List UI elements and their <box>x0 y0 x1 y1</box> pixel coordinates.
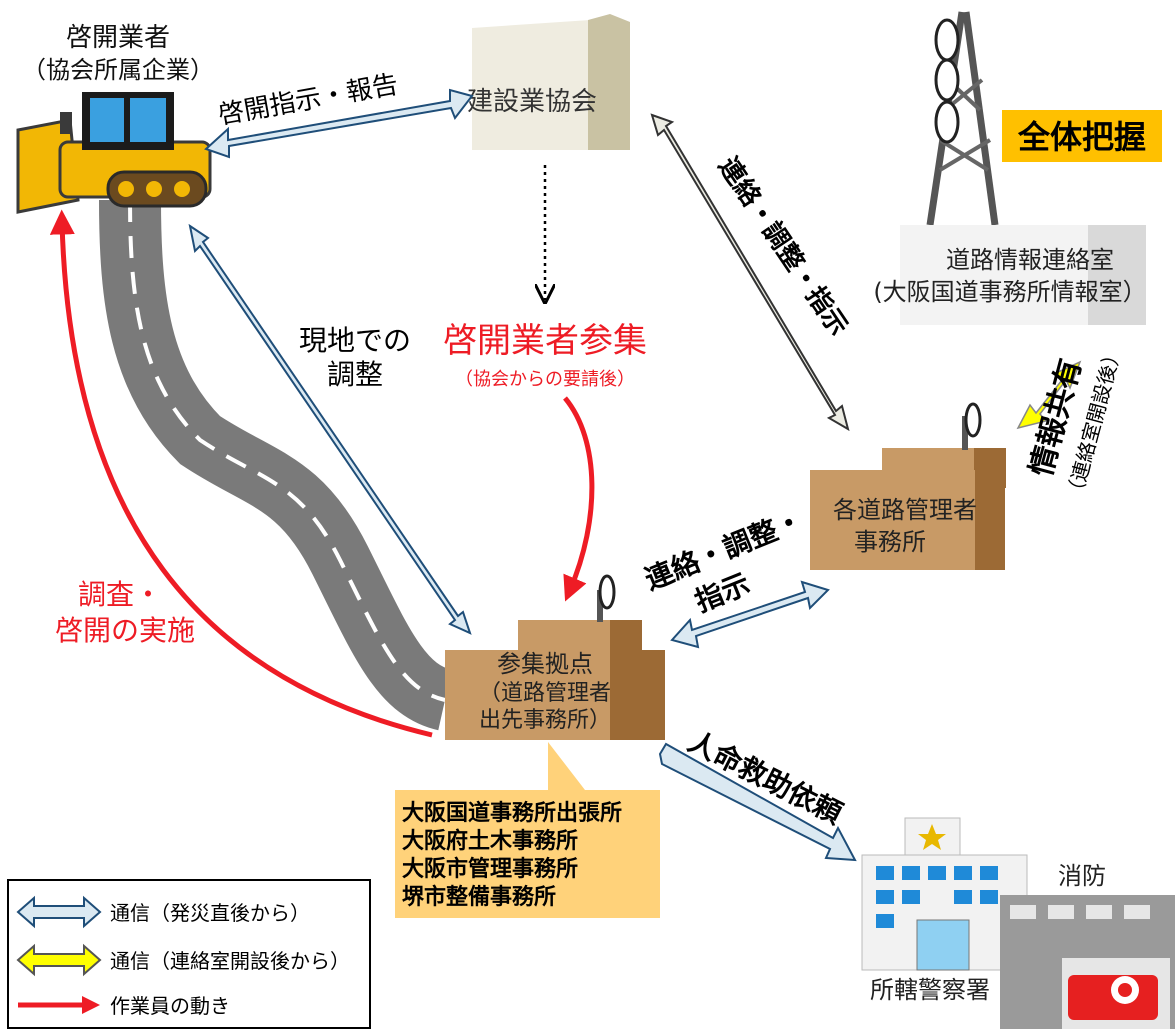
fire-label: 消防 <box>1058 862 1106 890</box>
office-callout <box>395 742 660 918</box>
arrow-info-share <box>1016 360 1082 430</box>
base-subtitle-1: （道路管理者 <box>479 681 611 706</box>
antenna-tower-icon <box>926 11 999 226</box>
legend-item-1: 通信（発災直後から） <box>110 901 310 925</box>
callout-office-4: 堺市整備事務所 <box>402 884 556 910</box>
arrow-base-roadadmin <box>670 580 830 649</box>
contractor-name: 啓開業者 <box>66 23 170 53</box>
base-building <box>445 574 665 740</box>
road-icon <box>99 199 454 731</box>
legend-blue-arrow-icon <box>16 895 102 929</box>
callout-office-3: 大阪市管理事務所 <box>402 856 578 882</box>
info-room-name: 道路情報連絡室 <box>946 246 1114 274</box>
arrow-base-fire <box>658 742 857 862</box>
label-onsite-1: 現地での <box>299 324 411 357</box>
base-subtitle-2: 出先事務所） <box>479 708 611 733</box>
arrow-association-roadadmin <box>650 113 850 432</box>
road-admin-subtitle: 事務所 <box>854 528 926 556</box>
legend-yellow-arrow-icon <box>16 943 102 977</box>
police-station-icon <box>861 817 1028 971</box>
legend-item-2: 通信（連絡室開設後から） <box>110 949 350 973</box>
label-survey-2: 啓開の実施 <box>55 614 195 647</box>
info-room-subtitle: (大阪国道事務所情報室） <box>873 278 1146 306</box>
arrow-contractor-base <box>188 223 472 635</box>
callout-office-1: 大阪国道事務所出張所 <box>402 800 622 826</box>
association-building <box>472 14 630 150</box>
fire-station-icon <box>1000 895 1175 1029</box>
label-onsite-2: 調整 <box>327 358 383 391</box>
association-label: 建設業協会 <box>467 87 597 117</box>
callout-office-2: 大阪府土木事務所 <box>402 828 578 854</box>
label-gather-title: 啓開業者参集 <box>443 321 647 361</box>
road-admin-building <box>810 402 1006 570</box>
red-arrow-gather <box>563 396 595 602</box>
info-room-building <box>900 225 1146 325</box>
arrow-contractor-association <box>204 88 474 159</box>
road-admin-name: 各道路管理者 <box>833 496 977 524</box>
legend <box>7 879 371 1029</box>
red-arrow-worker <box>49 209 433 738</box>
legend-item-3: 作業員の動き <box>110 994 230 1018</box>
bulldozer-icon <box>16 92 212 214</box>
overview-badge <box>1002 110 1162 162</box>
contractor-subtitle: （協会所属企業） <box>22 56 214 84</box>
label-gather-sub: （協会からの要請後） <box>455 369 635 390</box>
police-label: 所轄警察署 <box>870 976 990 1004</box>
overview-badge-label: 全体把握 <box>1017 118 1146 156</box>
label-survey-1: 調査・ <box>78 578 162 611</box>
base-name: 参集拠点 <box>497 650 593 678</box>
